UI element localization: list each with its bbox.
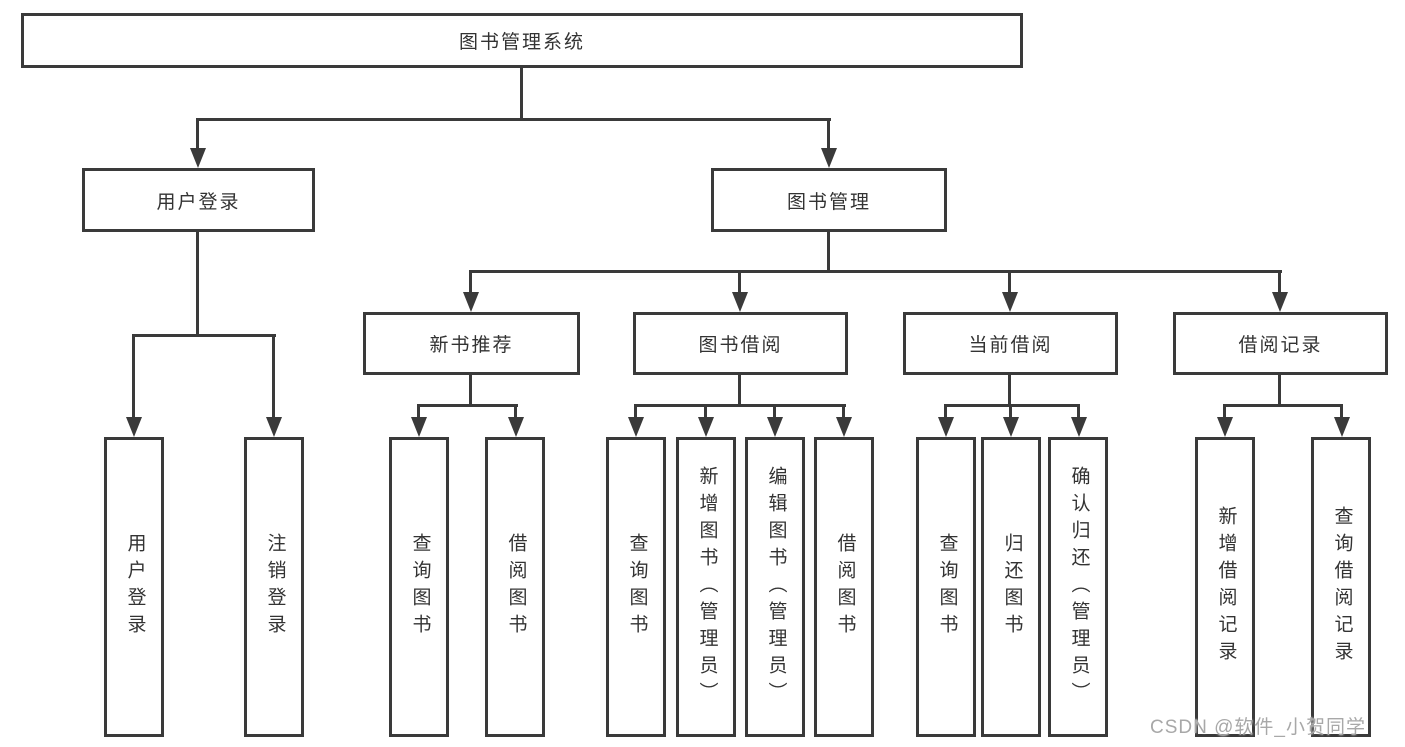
node-current-borrow: 当前借阅 — [903, 312, 1118, 375]
node-root: 图书管理系统 — [21, 13, 1023, 68]
connector-leaf-drop — [1223, 404, 1226, 419]
leaf-current-query-books-label: 查询图书 — [936, 533, 958, 641]
arrowhead-icon — [938, 417, 954, 437]
leaf-borrow-edit-books-admin-label: 编辑图书（管理员） — [765, 465, 787, 709]
leaf-borrow-add-books-admin-label: 新增图书（管理员） — [696, 465, 718, 709]
arrowhead-icon — [463, 292, 479, 312]
connector-user-login-drop — [196, 118, 199, 150]
connector-current-rail — [944, 404, 1080, 407]
node-new-book-recommend-label: 新书推荐 — [429, 335, 514, 356]
connector-leaf-drop — [417, 404, 420, 419]
arrowhead-icon — [1003, 417, 1019, 437]
arrowhead-icon — [1272, 292, 1288, 312]
arrowhead-icon — [1071, 417, 1087, 437]
connector-book-mgmt-stem — [827, 232, 830, 273]
leaf-logout: 注销登录 — [244, 437, 304, 737]
connector-level2-rail — [196, 118, 831, 121]
connector-leaf-drop — [944, 404, 947, 419]
leaf-borrow-query-books: 查询图书 — [606, 437, 666, 737]
connector-user-login-rail — [133, 334, 276, 337]
arrowhead-icon — [1217, 417, 1233, 437]
leaf-current-query-books: 查询图书 — [916, 437, 976, 737]
connector-leaf-drop — [704, 404, 707, 419]
leaf-records-query-record-label: 查询借阅记录 — [1331, 506, 1353, 668]
leaf-borrow-borrow-books-label: 借阅图书 — [834, 533, 856, 641]
arrowhead-icon — [836, 417, 852, 437]
leaf-recommend-query-books-label: 查询图书 — [409, 533, 431, 641]
leaf-records-add-record: 新增借阅记录 — [1195, 437, 1255, 737]
arrowhead-icon — [732, 292, 748, 312]
arrowhead-icon — [411, 417, 427, 437]
leaf-records-add-record-label: 新增借阅记录 — [1215, 506, 1237, 668]
connector-level3-drop — [1008, 270, 1011, 294]
watermark: CSDN @软件_小贺同学 — [1150, 717, 1366, 738]
leaf-recommend-borrow-books-label: 借阅图书 — [505, 533, 527, 641]
arrowhead-icon — [767, 417, 783, 437]
node-book-borrow-label: 图书借阅 — [698, 335, 783, 356]
arrowhead-icon — [266, 417, 282, 437]
node-root-label: 图书管理系统 — [458, 32, 585, 53]
connector-recommend-stem — [469, 375, 472, 406]
connector-leaf-drop — [773, 404, 776, 419]
leaf-user-login: 用户登录 — [104, 437, 164, 737]
leaf-borrow-add-books-admin: 新增图书（管理员） — [676, 437, 736, 737]
node-user-login-label: 用户登录 — [156, 191, 241, 213]
leaf-borrow-query-books-label: 查询图书 — [626, 533, 648, 641]
connector-leaf-drop — [1077, 404, 1080, 419]
leaf-current-return-books: 归还图书 — [981, 437, 1041, 737]
connector-leaf-drop — [1340, 404, 1343, 419]
node-user-login: 用户登录 — [82, 168, 315, 232]
leaf-current-confirm-return-admin: 确认归还（管理员） — [1048, 437, 1108, 737]
leaf-borrow-borrow-books: 借阅图书 — [814, 437, 874, 737]
connector-borrow-stem — [738, 375, 741, 406]
leaf-user-login-label: 用户登录 — [124, 533, 146, 641]
arrowhead-icon — [190, 148, 206, 168]
arrowhead-icon — [126, 417, 142, 437]
connector-book-mgmt-drop — [827, 118, 830, 150]
node-book-borrow: 图书借阅 — [633, 312, 848, 375]
leaf-borrow-edit-books-admin: 编辑图书（管理员） — [745, 437, 805, 737]
leaf-recommend-query-books: 查询图书 — [389, 437, 449, 737]
node-borrow-records-label: 借阅记录 — [1238, 335, 1323, 356]
connector-leaf-drop — [634, 404, 637, 419]
connector-leaf-drop — [272, 334, 275, 419]
arrowhead-icon — [1334, 417, 1350, 437]
node-borrow-records: 借阅记录 — [1173, 312, 1388, 375]
node-book-management-label: 图书管理 — [786, 191, 871, 213]
arrowhead-icon — [508, 417, 524, 437]
connector-records-stem — [1278, 375, 1281, 406]
arrowhead-icon — [1002, 292, 1018, 312]
connector-user-login-stem — [196, 232, 199, 337]
node-current-borrow-label: 当前借阅 — [968, 335, 1053, 356]
node-book-management: 图书管理 — [711, 168, 947, 232]
connector-current-stem — [1008, 375, 1011, 406]
connector-leaf-drop — [132, 334, 135, 419]
connector-level3-drop — [1278, 270, 1281, 294]
connector-recommend-rail — [417, 404, 518, 407]
leaf-current-return-books-label: 归还图书 — [1001, 533, 1023, 641]
arrowhead-icon — [821, 148, 837, 168]
node-new-book-recommend: 新书推荐 — [363, 312, 580, 375]
connector-level3-drop — [738, 270, 741, 294]
connector-borrow-rail — [634, 404, 846, 407]
arrowhead-icon — [698, 417, 714, 437]
arrowhead-icon — [628, 417, 644, 437]
leaf-recommend-borrow-books: 借阅图书 — [485, 437, 545, 737]
leaf-current-confirm-return-admin-label: 确认归还（管理员） — [1068, 465, 1090, 709]
connector-records-rail — [1223, 404, 1343, 407]
leaf-logout-label: 注销登录 — [264, 533, 286, 641]
connector-leaf-drop — [514, 404, 517, 419]
connector-leaf-drop — [1009, 404, 1012, 419]
connector-root-stem — [520, 68, 523, 121]
connector-level3-drop — [469, 270, 472, 294]
leaf-records-query-record: 查询借阅记录 — [1311, 437, 1371, 737]
connector-level3-rail — [469, 270, 1282, 273]
connector-leaf-drop — [842, 404, 845, 419]
